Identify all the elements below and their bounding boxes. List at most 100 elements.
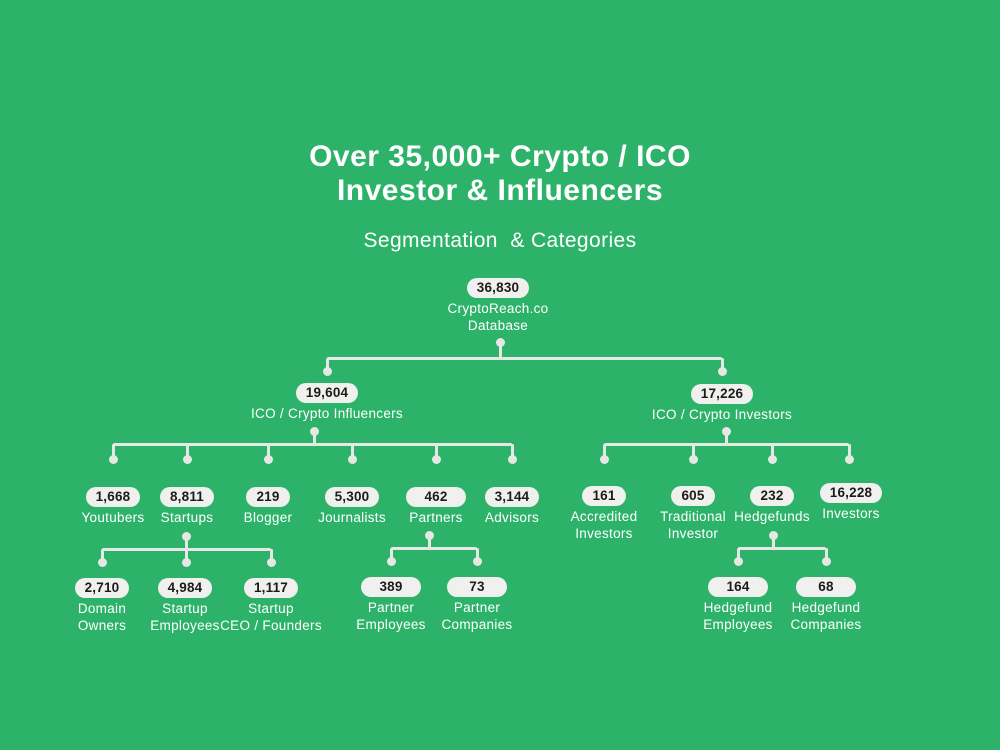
node-partners-count: 462: [406, 487, 466, 507]
node-traditional-investor: 605 Traditional Investor: [638, 486, 748, 542]
node-partner-companies-count: 73: [447, 577, 507, 597]
connector-line: [327, 356, 722, 360]
connector-dot: [347, 454, 357, 464]
node-traditional-investor-label: Traditional Investor: [660, 509, 726, 541]
node-blogger-count: 219: [246, 487, 290, 507]
node-hedgefunds-label: Hedgefunds: [734, 509, 810, 524]
node-journalists-label: Journalists: [318, 510, 386, 525]
connector-dot: [263, 454, 273, 464]
node-startup-ceo-founders-count: 1,117: [243, 578, 299, 598]
node-youtubers: 1,668 Youtubers: [63, 487, 163, 527]
connector-line: [720, 358, 724, 371]
connector-dot: [717, 366, 727, 376]
node-partner-employees: 389 Partner Employees: [336, 577, 446, 633]
connector-line: [475, 548, 479, 561]
node-database: 36,830 CryptoReach.co Database: [418, 278, 578, 334]
connector-dot: [507, 454, 517, 464]
connector-line: [510, 444, 514, 459]
connector-line: [770, 444, 774, 459]
node-investors-total: 16,228 Investors: [801, 483, 901, 523]
node-partner-employees-label: Partner Employees: [356, 600, 426, 632]
node-influencers: 19,604 ICO / Crypto Influencers: [227, 383, 427, 423]
connector-line: [498, 342, 502, 358]
node-partner-companies: 73 Partner Companies: [422, 577, 532, 633]
node-startup-employees-count: 4,984: [157, 578, 213, 598]
connector-dot: [688, 454, 698, 464]
connector-line: [100, 549, 104, 562]
connector-dot: [821, 556, 831, 566]
connector-dot: [181, 557, 191, 567]
node-startup-ceo-founders-label: Startup CEO / Founders: [220, 601, 322, 633]
node-hedgefund-companies-label: Hedgefund Companies: [790, 600, 862, 632]
node-startup-ceo-founders: 1,117 Startup CEO / Founders: [201, 578, 341, 634]
node-database-label: CryptoReach.co Database: [447, 301, 549, 333]
connector-dot: [844, 454, 854, 464]
connector-line: [312, 431, 316, 444]
node-database-count: 36,830: [466, 278, 530, 298]
connector-dot: [108, 454, 118, 464]
node-accredited-investors-count: 161: [582, 486, 626, 506]
node-journalists: 5,300 Journalists: [292, 487, 412, 527]
node-advisors: 3,144 Advisors: [462, 487, 562, 527]
node-hedgefunds-count: 232: [750, 486, 794, 506]
node-investors-count: 17,226: [690, 384, 754, 404]
node-advisors-label: Advisors: [484, 510, 540, 525]
node-investors: 17,226 ICO / Crypto Investors: [622, 384, 822, 424]
node-influencers-count: 19,604: [295, 383, 359, 403]
node-advisors-count: 3,144: [484, 487, 540, 507]
node-domain-owners: 2,710 Domain Owners: [47, 578, 157, 634]
node-startups-count: 8,811: [159, 487, 215, 507]
node-accredited-investors: 161 Accredited Investors: [549, 486, 659, 542]
main-title-line2: Investor & Influencers: [336, 174, 664, 207]
connector-dot: [386, 556, 396, 566]
connector-dot: [431, 454, 441, 464]
connector-dot: [733, 556, 743, 566]
node-partner-companies-label: Partner Companies: [441, 600, 513, 632]
connector-line: [847, 444, 851, 459]
connector-line: [771, 535, 775, 548]
node-investors-label: ICO / Crypto Investors: [651, 407, 793, 422]
node-journalists-count: 5,300: [324, 487, 380, 507]
connector-line: [185, 444, 189, 459]
node-startups-label: Startups: [160, 510, 214, 525]
node-blogger: 219 Blogger: [218, 487, 318, 527]
node-hedgefund-companies-count: 68: [796, 577, 856, 597]
connector-dot: [322, 366, 332, 376]
connector-line: [325, 358, 329, 371]
connector-dot: [599, 454, 609, 464]
connector-line: [350, 444, 354, 459]
node-partner-employees-count: 389: [361, 577, 421, 597]
subtitle: Segmentation & Categories: [363, 229, 637, 252]
connector-line: [184, 536, 188, 549]
connector-line: [389, 548, 393, 561]
connector-line: [691, 444, 695, 459]
node-youtubers-count: 1,668: [85, 487, 141, 507]
connector-dot: [97, 557, 107, 567]
node-startup-employees: 4,984 Startup Employees: [130, 578, 240, 634]
node-partners: 462 Partners: [386, 487, 486, 527]
node-startup-employees-label: Startup Employees: [150, 601, 220, 633]
connector-line: [724, 431, 728, 444]
node-domain-owners-count: 2,710: [74, 578, 130, 598]
node-hedgefunds: 232 Hedgefunds: [712, 486, 832, 526]
node-hedgefund-companies: 68 Hedgefund Companies: [771, 577, 881, 633]
connector-line: [824, 548, 828, 561]
connector-line: [434, 444, 438, 459]
node-hedgefund-employees-count: 164: [708, 577, 768, 597]
node-blogger-label: Blogger: [243, 510, 293, 525]
node-domain-owners-label: Domain Owners: [77, 601, 127, 633]
connector-dot: [767, 454, 777, 464]
connector-dot: [266, 557, 276, 567]
connector-dot: [182, 454, 192, 464]
connector-line: [604, 442, 849, 446]
node-startups: 8,811 Startups: [137, 487, 237, 527]
connector-line: [113, 442, 512, 446]
node-accredited-investors-label: Accredited Investors: [570, 509, 638, 541]
main-title-line1: Over 35,000+ Crypto / ICO: [309, 140, 691, 173]
node-traditional-investor-count: 605: [671, 486, 715, 506]
node-hedgefund-employees: 164 Hedgefund Employees: [683, 577, 793, 633]
connector-line: [266, 444, 270, 459]
node-hedgefund-employees-label: Hedgefund Employees: [703, 600, 773, 632]
